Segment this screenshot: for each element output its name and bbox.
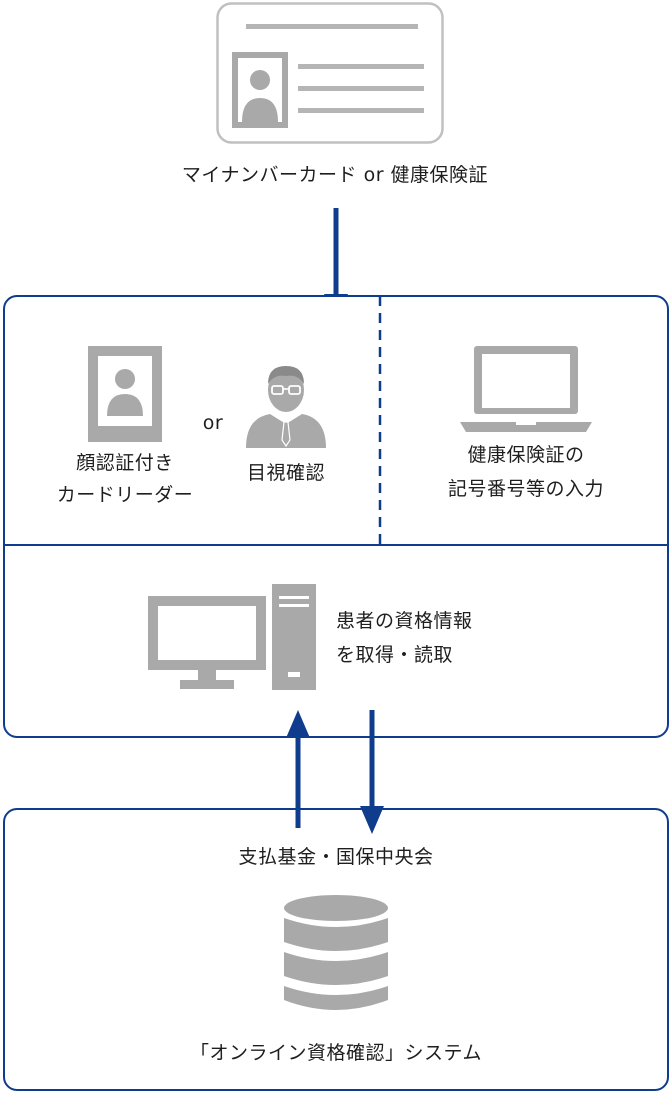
org-label: 支払基金・国保中央会 bbox=[238, 846, 434, 868]
arrow-down bbox=[360, 710, 384, 834]
desktop-computer-icon bbox=[148, 584, 316, 690]
retrieval-label-line2: を取得・読取 bbox=[336, 644, 454, 666]
face-reader-label-line1: 顔認証付き bbox=[76, 452, 174, 474]
dashed-divider bbox=[378, 296, 382, 544]
id-card-icon bbox=[216, 2, 444, 144]
visual-check-label: 目視確認 bbox=[246, 462, 325, 484]
manual-entry-line1: 健康保険証の bbox=[467, 444, 585, 466]
database-icon bbox=[284, 895, 388, 1010]
face-reader-icon bbox=[88, 346, 162, 442]
arrow-up bbox=[286, 710, 310, 828]
or-label: or bbox=[202, 412, 224, 434]
laptop-icon bbox=[460, 346, 592, 432]
staff-person-icon bbox=[246, 366, 326, 448]
section-divider bbox=[5, 544, 667, 546]
system-label: 「オンライン資格確認」システム bbox=[190, 1042, 482, 1064]
manual-entry-line2: 記号番号等の入力 bbox=[447, 478, 604, 500]
retrieval-label-line1: 患者の資格情報 bbox=[336, 610, 473, 632]
face-reader-label-line2: カードリーダー bbox=[56, 484, 194, 506]
card-caption: マイナンバーカード or 健康保険証 bbox=[181, 164, 489, 186]
